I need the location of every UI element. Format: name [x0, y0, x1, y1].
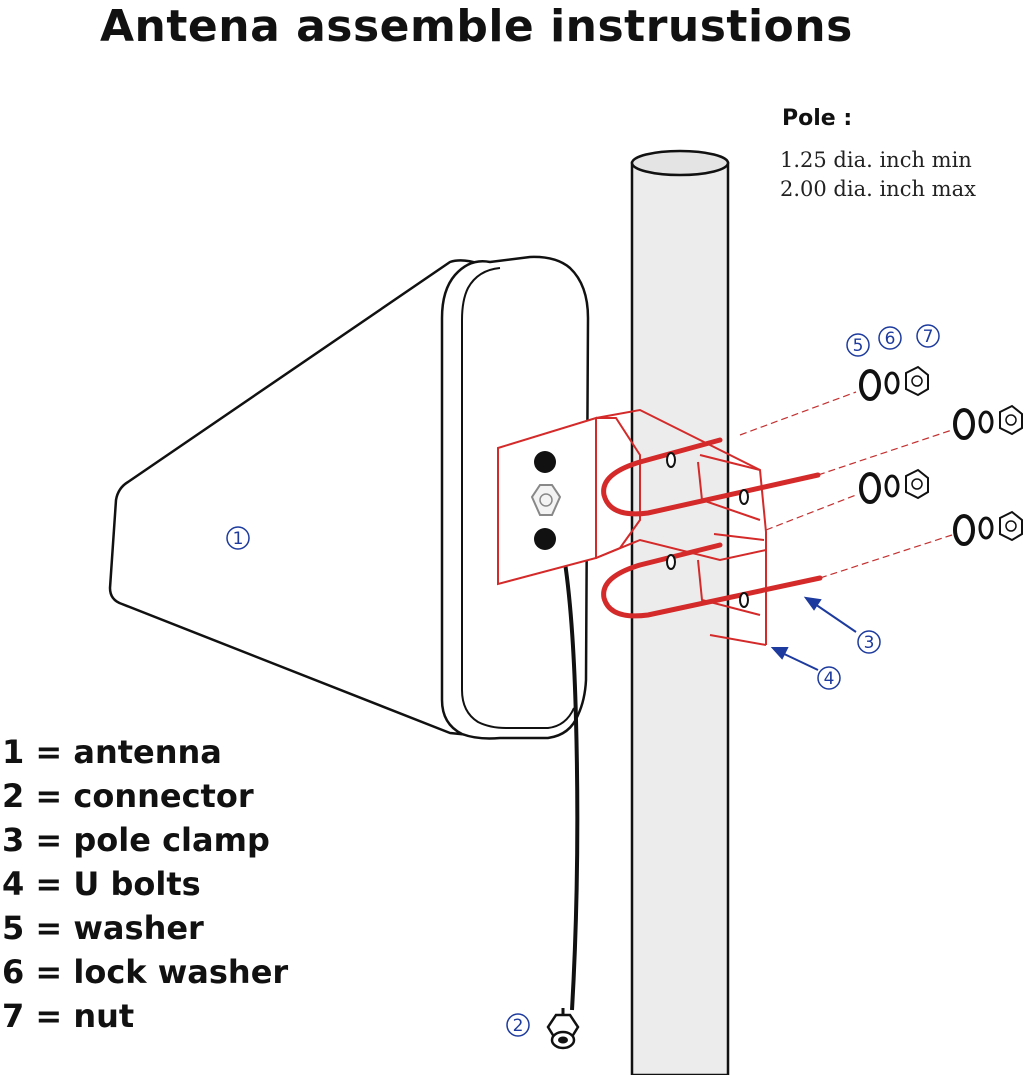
washer — [953, 514, 975, 546]
washer — [953, 408, 975, 440]
nut — [905, 468, 929, 500]
lock-washer — [884, 474, 900, 498]
legend-item: 5 = washer — [2, 909, 204, 947]
washer — [859, 472, 881, 504]
callout-washer: 5 — [846, 333, 870, 357]
svg-text:3: 3 — [864, 633, 875, 653]
callout-u-bolts: 4 — [817, 666, 841, 690]
lock-washer — [978, 410, 994, 434]
callout-lock-washer: 6 — [878, 326, 902, 350]
pole — [630, 149, 730, 1075]
nut — [999, 404, 1023, 436]
washer — [859, 369, 881, 401]
svg-text:1: 1 — [233, 529, 244, 549]
callout-pole-clamp: 3 — [857, 630, 881, 654]
legend-item: 2 = connector — [2, 777, 254, 815]
callout-connector: 2 — [506, 1013, 530, 1037]
page-title: Antena assemble instrustions — [100, 1, 853, 52]
hardware-set — [859, 365, 1023, 546]
lock-washer — [884, 371, 900, 395]
pole-max-diameter: 2.00 dia. inch max — [780, 177, 976, 201]
svg-text:4: 4 — [824, 669, 835, 689]
pole-min-diameter: 1.25 dia. inch min — [780, 148, 972, 172]
legend-item: 4 = U bolts — [2, 865, 201, 903]
legend-item: 1 = antenna — [2, 733, 222, 771]
pole-label: Pole : — [782, 106, 853, 131]
callout-arrows — [770, 596, 857, 671]
assembly-lines — [739, 391, 953, 579]
svg-text:2: 2 — [513, 1016, 524, 1036]
u-bolt-holes — [666, 452, 749, 608]
svg-text:7: 7 — [923, 327, 934, 347]
hardware-row — [859, 468, 929, 504]
legend-item: 7 = nut — [2, 997, 135, 1035]
callout-nut: 7 — [916, 324, 940, 348]
parts-legend: 1 = antenna 2 = connector 3 = pole clamp… — [2, 730, 288, 1038]
legend-item: 6 = lock washer — [2, 953, 289, 991]
svg-text:6: 6 — [885, 329, 896, 349]
hardware-row — [953, 404, 1023, 440]
hardware-row — [953, 510, 1023, 546]
legend-item: 3 = pole clamp — [2, 821, 270, 859]
svg-text:5: 5 — [853, 336, 864, 356]
lock-washer — [978, 516, 994, 540]
nut — [905, 365, 929, 397]
callout-antenna: 1 — [226, 526, 250, 550]
antenna — [108, 255, 590, 740]
u-bolts — [601, 437, 823, 619]
nut — [999, 510, 1023, 542]
mounting-bolts — [530, 451, 562, 550]
connector — [546, 1008, 580, 1050]
hardware-row — [859, 365, 929, 401]
